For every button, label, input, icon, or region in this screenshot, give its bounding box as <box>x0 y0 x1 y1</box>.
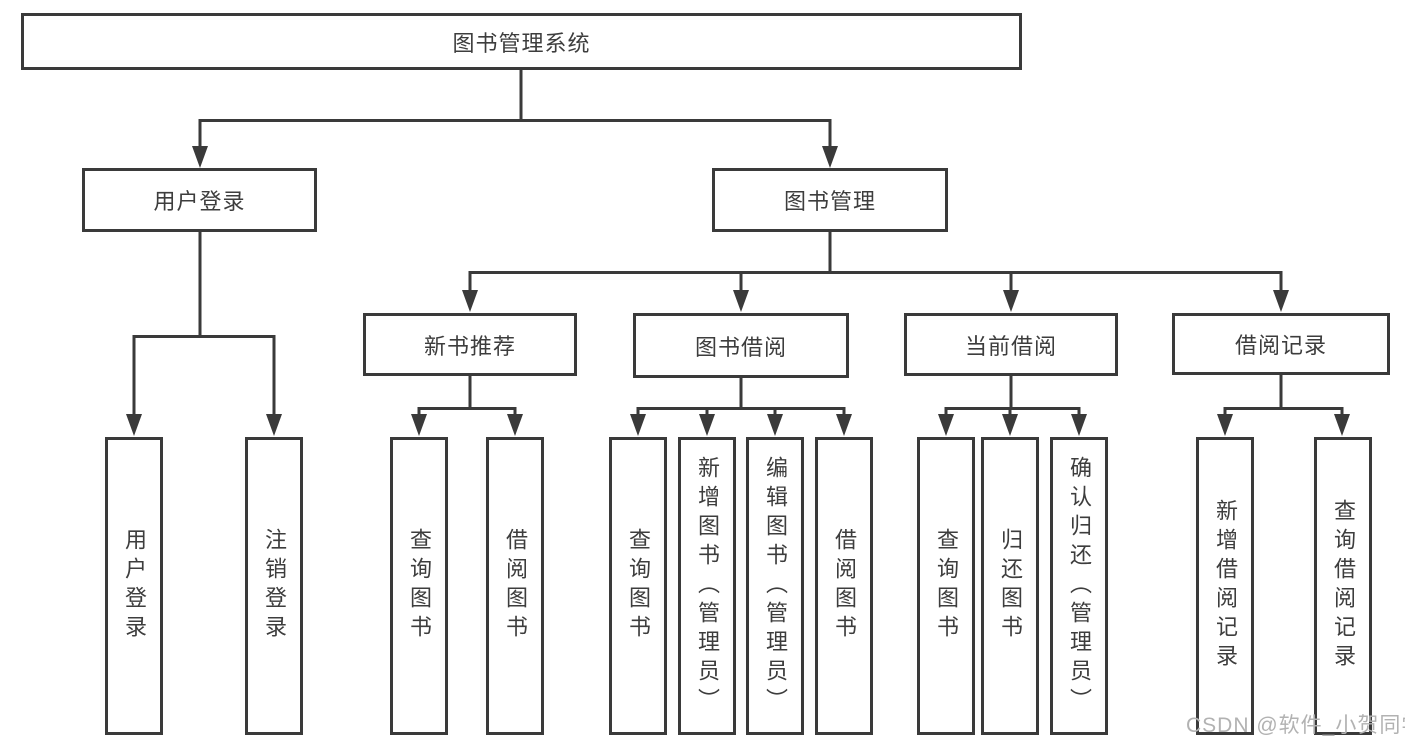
watermark-text: CSDN @软件_小贺同学 <box>1186 714 1405 737</box>
leaf-query-book-borrow: 查询图书 <box>609 437 667 735</box>
leaf-query-book-current: 查询图书 <box>917 437 975 735</box>
node-new-book-recommend: 新书推荐 <box>363 313 577 376</box>
edge-user-login-branch <box>132 231 276 416</box>
leaf-edit-book-admin: 编辑图书（管理员） <box>746 437 804 735</box>
leaf-return-book: 归还图书 <box>981 437 1039 735</box>
leaf-add-borrow-record: 新增借阅记录 <box>1196 437 1254 735</box>
edge-root-to-level2 <box>198 69 832 147</box>
leaf-query-book-recommend: 查询图书 <box>390 437 448 735</box>
node-borrow-record: 借阅记录 <box>1172 313 1390 375</box>
leaf-query-borrow-record: 查询借阅记录 <box>1314 437 1372 735</box>
node-system-root: 图书管理系统 <box>21 13 1022 70</box>
arrowhead-icon <box>126 146 1350 436</box>
node-book-borrow: 图书借阅 <box>633 313 849 378</box>
node-book-manage: 图书管理 <box>712 168 948 232</box>
edge-book-borrow-branch <box>636 377 846 416</box>
leaf-add-book-admin: 新增图书（管理员） <box>678 437 736 735</box>
edge-book-manage-to-level3 <box>468 231 1283 291</box>
leaf-logout: 注销登录 <box>245 437 303 735</box>
leaf-confirm-return-admin: 确认归还（管理员） <box>1050 437 1108 735</box>
leaf-borrow-book: 借阅图书 <box>815 437 873 735</box>
node-user-login: 用户登录 <box>82 168 317 232</box>
edge-borrow-record-branch <box>1223 375 1344 416</box>
node-current-borrow: 当前借阅 <box>904 313 1118 376</box>
leaf-user-login: 用户登录 <box>105 437 163 735</box>
edge-current-borrow-branch <box>944 375 1081 416</box>
leaf-borrow-book-recommend: 借阅图书 <box>486 437 544 735</box>
edge-new-book-branch <box>417 375 517 416</box>
